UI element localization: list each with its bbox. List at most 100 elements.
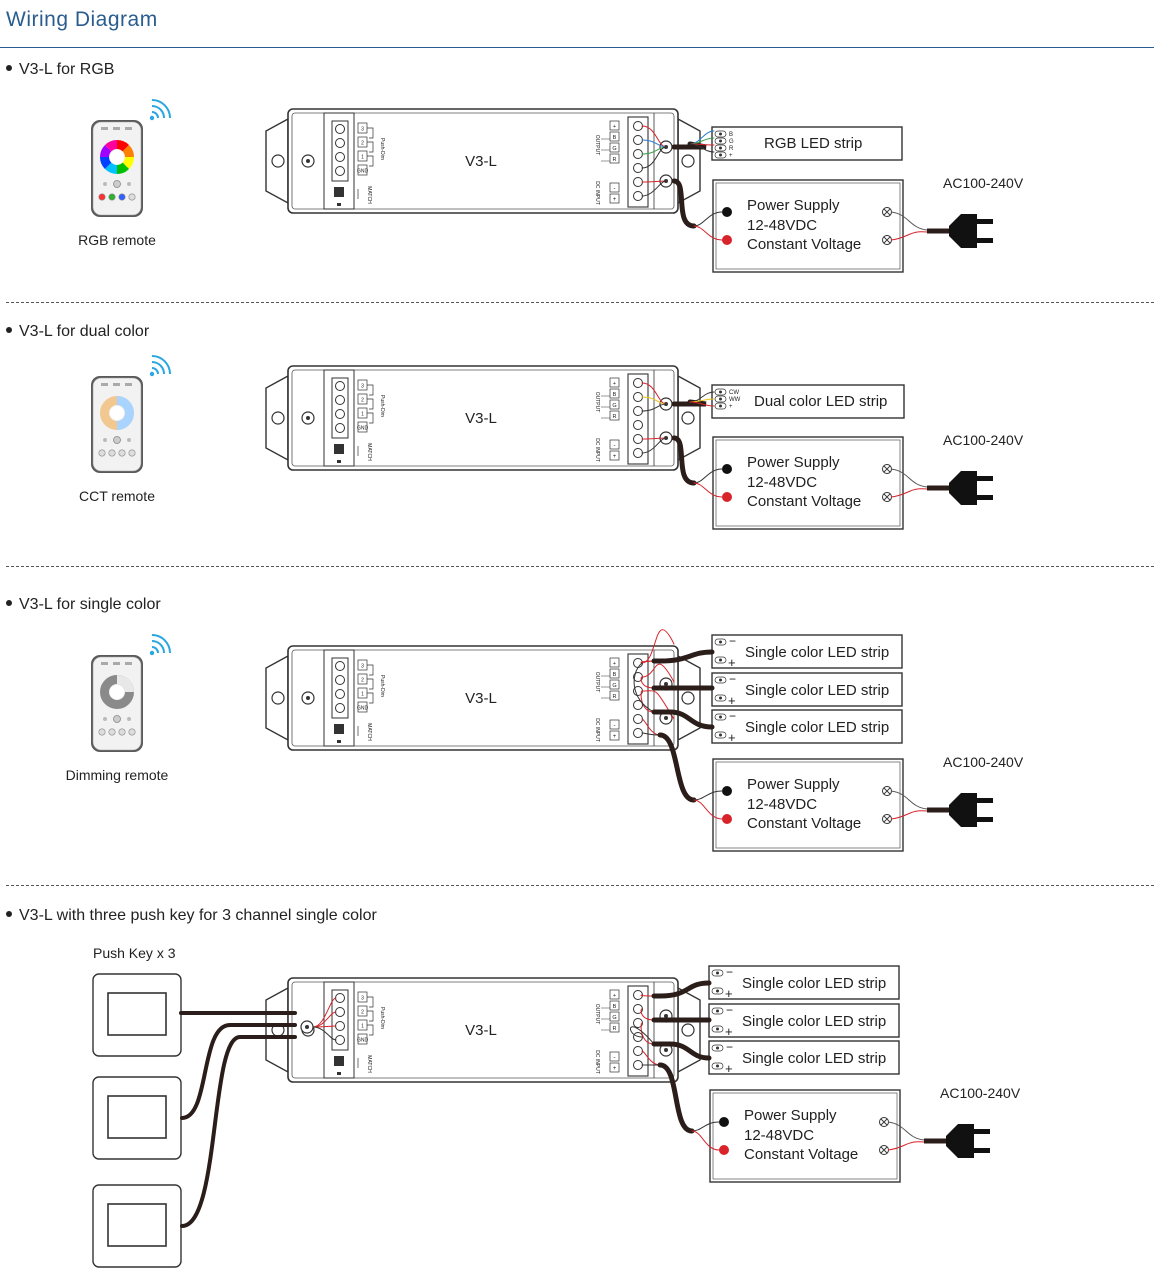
remote-button [128, 728, 136, 736]
ac-voltage-label: AC100-240V [940, 1085, 1021, 1101]
input-label: DC INPUT [594, 718, 600, 742]
push-terminal-label: GND [357, 706, 369, 712]
push-dim-label: Push-Dim [379, 1007, 385, 1029]
terminal-screw [335, 423, 345, 433]
led-strip-box [708, 1040, 900, 1075]
strip-plus-label: + [725, 1061, 733, 1076]
output-terminal-label: R [613, 1026, 617, 1032]
ac-voltage-label: AC100-240V [943, 432, 1024, 448]
remote-button [118, 449, 126, 457]
led-strip-box [711, 634, 903, 669]
output-terminal-label: + [613, 124, 616, 130]
output-cable [651, 1041, 712, 1061]
output-terminal-label: G [612, 1015, 616, 1021]
output-terminal-label: B [613, 672, 617, 678]
wire [312, 1026, 337, 1041]
terminal-screw [633, 1046, 643, 1056]
remote-label: RGB remote [78, 232, 156, 248]
led-strip: BGR+RGB LED strip [711, 126, 903, 161]
power-supply-title: Power Supply [747, 776, 840, 793]
screw-slot [681, 411, 695, 425]
led-strip-label: Single color LED strip [745, 682, 889, 699]
remote-control: CCT remote [79, 355, 171, 504]
remote-button [125, 383, 132, 386]
screw-slot [681, 154, 695, 168]
terminal-screw [335, 138, 345, 148]
strip-minus-label: − [729, 634, 736, 648]
output-terminal-label: G [612, 683, 616, 689]
push-terminal-block [331, 657, 349, 719]
dc-positive-terminal [722, 492, 732, 502]
remote-button [98, 449, 106, 457]
led-strip-label: Single color LED strip [745, 644, 889, 661]
input-terminal-label: - [614, 443, 616, 449]
wire [641, 437, 667, 454]
power-supply-box [712, 758, 904, 852]
remote-button [128, 193, 136, 201]
terminal-screw [633, 392, 643, 402]
push-terminal-label: 3 [361, 384, 364, 390]
terminal-screw [633, 448, 643, 458]
wire [641, 403, 667, 412]
remote-button [98, 728, 106, 736]
power-plug-icon [949, 793, 993, 827]
remote-label: CCT remote [79, 488, 155, 504]
strip-minus-label: − [726, 1040, 733, 1054]
strip-minus-label: − [726, 1003, 733, 1017]
strip-minus-label: − [729, 709, 736, 723]
push-terminal-label: 1 [361, 1024, 364, 1030]
terminal-screw [335, 152, 345, 162]
output-terminal-label: B [613, 1004, 617, 1010]
wire [693, 790, 723, 801]
push-key-switch [92, 973, 182, 1057]
wire [630, 1026, 655, 1045]
power-supply-box [712, 179, 904, 273]
output-terminal-block [627, 116, 649, 208]
terminal-screw [633, 177, 643, 187]
led-strip: −+Single color LED strip [708, 1040, 900, 1076]
terminal-screw [633, 135, 643, 145]
remote-button [118, 728, 126, 736]
power-supply-title: Power Supply [747, 454, 840, 471]
strip-plus-label: + [728, 655, 736, 670]
output-terminal-label: + [613, 993, 616, 999]
remote-button [101, 383, 108, 386]
wire [640, 676, 655, 689]
power-supply-type: Constant Voltage [747, 815, 861, 832]
strip-plus-label: + [725, 986, 733, 1001]
wire [633, 662, 655, 713]
strip-plus-label: + [725, 1024, 733, 1039]
terminal-screw [633, 434, 643, 444]
led-strip-label: Single color LED strip [742, 975, 886, 992]
strip-minus-label: − [729, 672, 736, 686]
screw-slot [681, 1023, 695, 1037]
terminal-screw [335, 1007, 345, 1017]
push-terminal-label: GND [357, 169, 369, 175]
terminal-screw [335, 675, 345, 685]
terminal-screw [633, 406, 643, 416]
output-terminal-label: R [613, 694, 617, 700]
power-plug-icon [949, 471, 993, 505]
controller-body [287, 108, 679, 214]
wire [693, 468, 723, 484]
title-rule [0, 47, 1154, 48]
input-terminal-label: - [614, 723, 616, 729]
remote-button [113, 383, 120, 386]
match-button [334, 187, 344, 197]
led-strip-label: Single color LED strip [745, 719, 889, 736]
output-terminal-label: G [612, 403, 616, 409]
wire [640, 994, 655, 997]
section-divider [6, 885, 1154, 886]
terminal-screw [633, 121, 643, 131]
output-label: OUTPUT [594, 392, 600, 413]
output-cable [651, 709, 715, 730]
terminal-screw [633, 420, 643, 430]
controller-model-label: V3-L [465, 1022, 497, 1039]
input-label: DC INPUT [594, 438, 600, 462]
strip-terminal-label: CW [729, 390, 739, 396]
power-supply-voltage: 12-48VDC [744, 1127, 814, 1144]
